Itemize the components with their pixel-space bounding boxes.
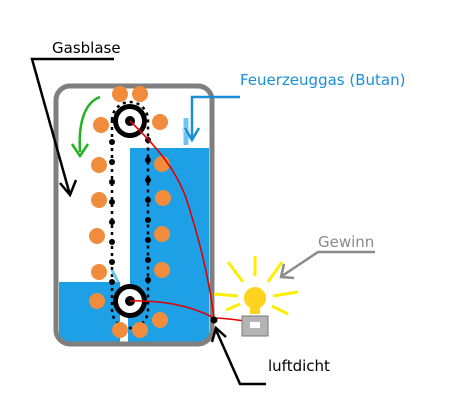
gas-bubble xyxy=(112,86,128,102)
gas-bubble xyxy=(132,86,148,102)
airtight-seal-point xyxy=(210,316,218,324)
chain-link xyxy=(145,197,151,203)
gain-arrow-icon xyxy=(279,250,375,280)
gas-bubble xyxy=(112,322,128,338)
chain-link xyxy=(145,277,151,283)
chain-link xyxy=(109,239,115,245)
chain-link xyxy=(145,217,151,223)
rotation-arrow-icon xyxy=(70,95,101,159)
airtight-arrow-icon xyxy=(210,325,266,386)
chain-link xyxy=(109,179,115,185)
gas-bubble xyxy=(155,190,171,206)
tank-water-left xyxy=(59,282,120,342)
chain-link xyxy=(109,139,115,145)
gas-bubble xyxy=(152,312,168,328)
label-gain: Gewinn xyxy=(318,233,375,251)
chain-link xyxy=(109,219,115,225)
chain-link xyxy=(109,279,115,285)
chain-link xyxy=(109,159,115,165)
bulb-rays xyxy=(213,256,299,316)
wire-upper xyxy=(129,120,215,319)
chain-dots xyxy=(109,137,151,285)
chain-link xyxy=(109,199,115,205)
divider-wall xyxy=(120,136,130,300)
chain-link xyxy=(145,237,151,243)
label-airtight: luftdicht xyxy=(268,357,330,375)
gas-bubble xyxy=(132,322,148,338)
gas-bubble-arrow-icon xyxy=(30,57,114,198)
chain-link xyxy=(109,259,115,265)
gas-bubble xyxy=(152,114,168,130)
label-lighter-gas: Feuerzeuggas (Butan) xyxy=(240,71,406,89)
gas-bubbles xyxy=(89,86,171,338)
fuel-arrow-icon xyxy=(183,95,240,143)
label-gas-bubble: Gasblase xyxy=(52,39,121,57)
chain-link xyxy=(145,177,151,183)
gas-bubble xyxy=(154,226,170,242)
chain-link xyxy=(145,257,151,263)
gas-bubble xyxy=(89,228,105,244)
gas-bubble xyxy=(154,262,170,278)
gas-bubble xyxy=(91,157,107,173)
chain-link xyxy=(145,157,151,163)
gas-bubble xyxy=(89,293,105,309)
tank-outline xyxy=(53,83,215,347)
light-bulb-icon xyxy=(213,256,299,337)
gas-bubble xyxy=(91,192,107,208)
gas-bubble xyxy=(91,264,107,280)
gas-bubble xyxy=(93,117,109,133)
